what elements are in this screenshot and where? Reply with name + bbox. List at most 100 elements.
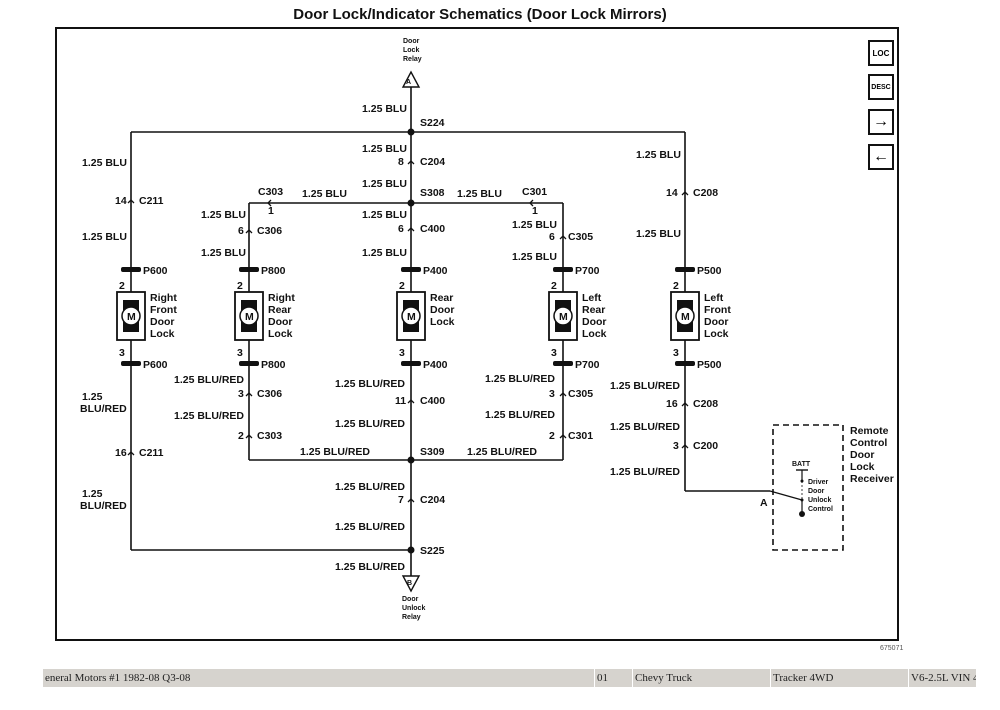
pin-label: 3 — [237, 347, 243, 359]
pin-label: 2 — [238, 430, 244, 442]
splice-label: S224 — [420, 117, 445, 129]
wire-label: BLU/RED — [80, 403, 127, 415]
motor-symbol: M — [559, 311, 568, 323]
splice-label: S309 — [420, 446, 445, 458]
connector-chevron-icon — [559, 392, 567, 397]
connector-p-icon — [239, 361, 259, 366]
connector-label: P600 — [143, 359, 168, 371]
relay-b-letter: B — [407, 580, 412, 587]
pin-label: 11 — [395, 395, 406, 407]
pin-label: 6 — [398, 223, 404, 235]
figure-id: 675071 — [880, 645, 904, 652]
switch-label: Driver — [808, 479, 829, 486]
previous-button[interactable]: ← — [868, 144, 894, 170]
connector-chevron-icon — [559, 235, 567, 240]
connector-chevron-icon — [127, 199, 135, 204]
lock-name: Lock — [582, 328, 607, 340]
motor-symbol: M — [245, 311, 254, 323]
pin-label: 7 — [398, 494, 404, 506]
lock-name: Door — [430, 304, 455, 316]
switch-label: Unlock — [808, 497, 831, 504]
wire-label: 1.25 BLU/RED — [467, 446, 537, 458]
relay-b-label: Relay — [402, 614, 421, 621]
connector-label: P700 — [575, 265, 600, 277]
connector-p-icon — [553, 267, 573, 272]
batt-label: BATT — [792, 461, 811, 468]
wire-label: BLU/RED — [80, 500, 127, 512]
pin-label: 6 — [549, 231, 555, 243]
wire-label: 1.25 — [82, 488, 103, 500]
wire-label: 1.25 BLU/RED — [610, 466, 680, 478]
connector-p-icon — [239, 267, 259, 272]
status-bar: eneral Motors #1 1982-08 Q3-08 01 Chevy … — [42, 669, 976, 687]
receiver-box — [772, 424, 844, 551]
connector-label: C208 — [693, 398, 718, 410]
lock-name: Lock — [150, 328, 175, 340]
lock-name: Rear — [582, 304, 605, 316]
desc-button[interactable]: DESC — [868, 74, 894, 100]
wiring-diagram: A Door Lock Relay B Door Unlock Relay S2… — [80, 38, 894, 621]
lock-name: Right — [150, 292, 177, 304]
connector-chevron-icon — [681, 444, 689, 449]
motor-icon — [121, 306, 141, 326]
pin-label: 3 — [399, 347, 405, 359]
relay-a-letter: A — [406, 79, 411, 86]
page-title: Door Lock/Indicator Schematics (Door Loc… — [293, 6, 667, 23]
receiver-label: Receiver — [850, 473, 894, 485]
wire-label: 1.25 BLU — [362, 209, 407, 221]
loc-button[interactable]: LOC — [868, 40, 894, 66]
wire-label: 1.25 BLU — [82, 157, 127, 169]
wire-label: 1.25 BLU — [636, 228, 681, 240]
connector-p-icon — [675, 267, 695, 272]
connector-chevron-icon — [245, 392, 253, 397]
desc-icon: DESC — [871, 83, 891, 91]
connector-p-icon — [553, 361, 573, 366]
splice-s308 — [407, 199, 415, 207]
pin-label: 16 — [666, 398, 678, 410]
pin-label: 1 — [268, 205, 274, 217]
splice-label: S308 — [420, 187, 445, 199]
motor-icon — [401, 306, 421, 326]
connector-label: C305 — [568, 231, 593, 243]
status-code: 01 — [594, 669, 632, 687]
wire-label: 1.25 BLU — [302, 188, 347, 200]
arrow-left-icon: ← — [873, 148, 889, 165]
wire-label: 1.25 BLU/RED — [335, 418, 405, 430]
connector-p-icon — [121, 361, 141, 366]
relay-a-label: Relay — [403, 56, 422, 63]
next-button[interactable]: → — [868, 109, 894, 135]
motor-symbol: M — [407, 311, 416, 323]
lock-name: Lock — [430, 316, 455, 328]
switch-label: Door — [808, 488, 825, 495]
connector-label: C305 — [568, 388, 593, 400]
receiver-label: Control — [850, 437, 887, 449]
switch-icon — [769, 490, 803, 501]
relay-b-label: Door — [402, 596, 419, 603]
connector-label: C204 — [420, 156, 445, 168]
motor-icon — [553, 306, 573, 326]
wire-label: 1.25 BLU/RED — [485, 409, 555, 421]
wire-label: 1.25 BLU/RED — [610, 380, 680, 392]
pin-label: 3 — [238, 388, 244, 400]
relay-b-label: Unlock — [402, 605, 425, 612]
connector-label: P500 — [697, 265, 722, 277]
wire-label: 1.25 BLU — [457, 188, 502, 200]
lock-name: Right — [268, 292, 295, 304]
connector-label: P600 — [143, 265, 168, 277]
splice-label: S225 — [420, 545, 445, 557]
pin-label: 2 — [549, 430, 555, 442]
schematic-frame — [55, 27, 899, 641]
connector-label: P800 — [261, 359, 286, 371]
lock-name: Lock — [704, 328, 729, 340]
connector-label: P400 — [423, 359, 448, 371]
connector-label: C400 — [420, 223, 445, 235]
pin-label: 3 — [673, 347, 679, 359]
pin-label: 6 — [238, 225, 244, 237]
connector-chevron-icon — [245, 434, 253, 439]
pin-label: 3 — [673, 440, 679, 452]
wire-label: 1.25 BLU/RED — [174, 374, 244, 386]
lock-name: Front — [704, 304, 731, 316]
wire-label: 1.25 BLU/RED — [174, 410, 244, 422]
